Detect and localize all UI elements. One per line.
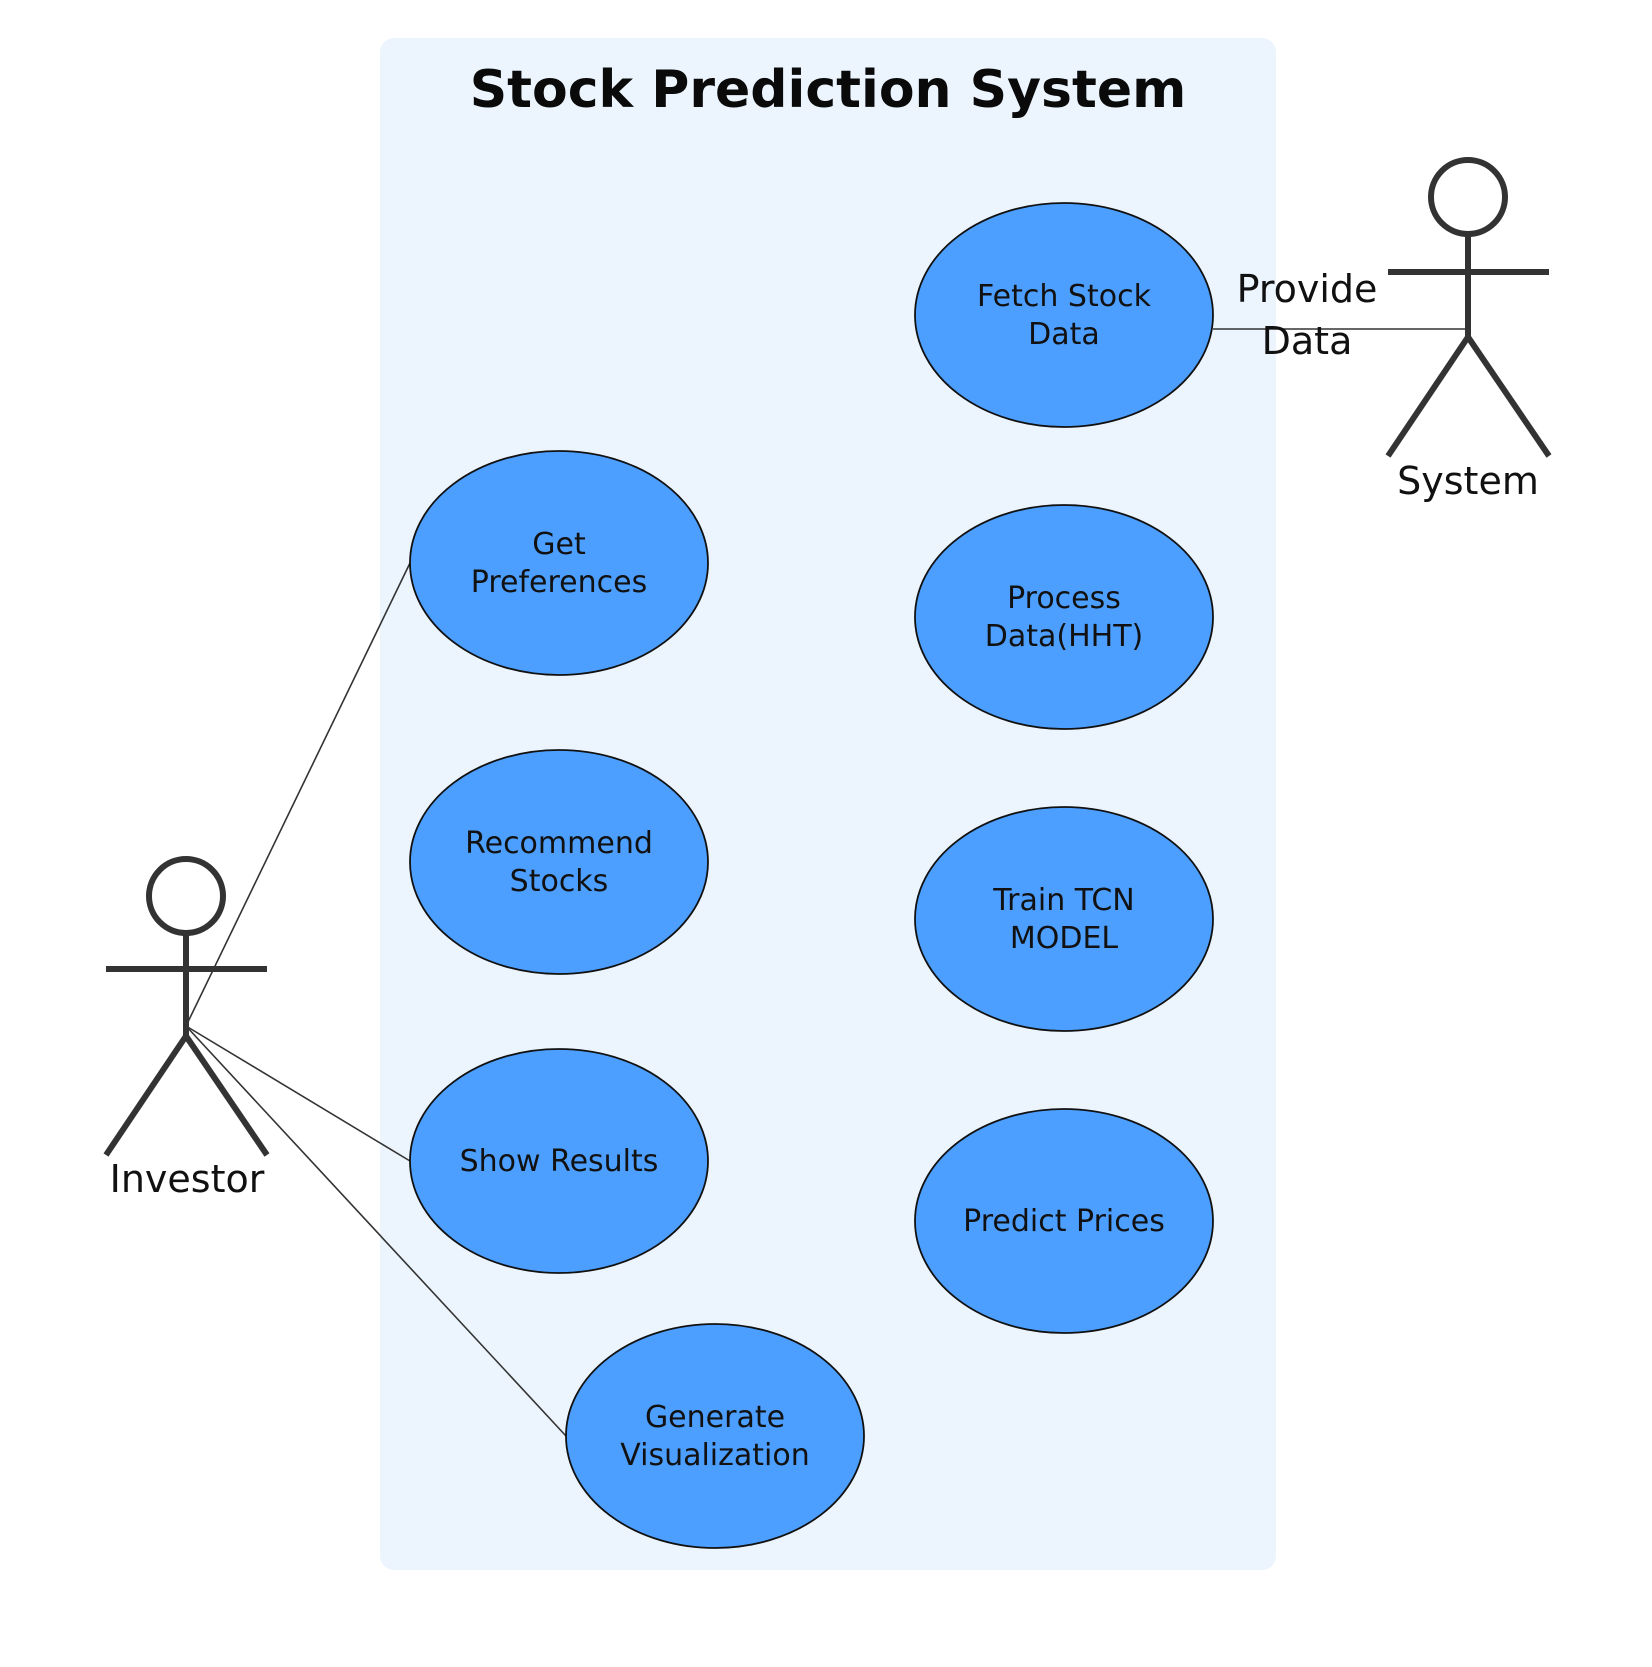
use-case-label: Data(HHT) xyxy=(985,619,1143,654)
use-case-ellipse xyxy=(914,1108,1214,1334)
use-case-label: Data xyxy=(1028,317,1100,352)
actor-system-label: System xyxy=(1397,459,1539,503)
use-case-ellipse xyxy=(409,450,709,676)
association-investor-get-preferences xyxy=(185,562,411,1027)
actor-system-right-leg xyxy=(1465,335,1552,458)
use-case-label: Predict Prices xyxy=(963,1204,1165,1239)
use-case-label: Recommend xyxy=(465,826,653,861)
actor-investor-head xyxy=(146,856,226,936)
use-case-label: Visualization xyxy=(620,1438,810,1473)
diagram-title: Stock Prediction System xyxy=(470,60,1187,120)
use-case-label: Train TCN xyxy=(992,883,1134,918)
actor-investor-left-leg xyxy=(103,1034,189,1157)
actor-investor-label: Investor xyxy=(110,1157,265,1201)
actor-system-left-leg xyxy=(1385,335,1471,458)
use-case-label: Stocks xyxy=(510,864,609,899)
use-case-show-results[interactable]: Show Results xyxy=(409,1048,709,1274)
actor-system-head xyxy=(1428,157,1508,237)
actor-system[interactable]: System xyxy=(1385,157,1552,503)
use-case-label: Preferences xyxy=(471,565,647,600)
use-case-label: Show Results xyxy=(460,1144,659,1179)
association-investor-show-results xyxy=(185,1025,411,1162)
use-case-ellipse xyxy=(409,1048,709,1274)
use-case-label: MODEL xyxy=(1010,921,1119,956)
associations xyxy=(185,328,1468,1437)
use-case-label: Generate xyxy=(645,1400,785,1435)
use-case-ellipse xyxy=(565,1323,865,1549)
use-case-ellipse xyxy=(409,749,709,975)
association-label-line: Provide xyxy=(1237,267,1378,311)
use-case-label: Fetch Stock xyxy=(977,279,1152,314)
use-case-label: Get xyxy=(532,527,586,562)
association-investor-generate-visualization xyxy=(185,1025,567,1437)
actor-investor[interactable]: Investor xyxy=(103,856,270,1201)
use-case-ellipse xyxy=(914,202,1214,428)
actor-investor-right-leg xyxy=(183,1034,270,1157)
use-case-ellipse xyxy=(914,806,1214,1032)
use-case-label: Process xyxy=(1007,581,1121,616)
use-case-predict-prices[interactable]: Predict Prices xyxy=(914,1108,1214,1334)
use-case-ellipse xyxy=(914,504,1214,730)
association-label-line: Data xyxy=(1262,319,1353,363)
